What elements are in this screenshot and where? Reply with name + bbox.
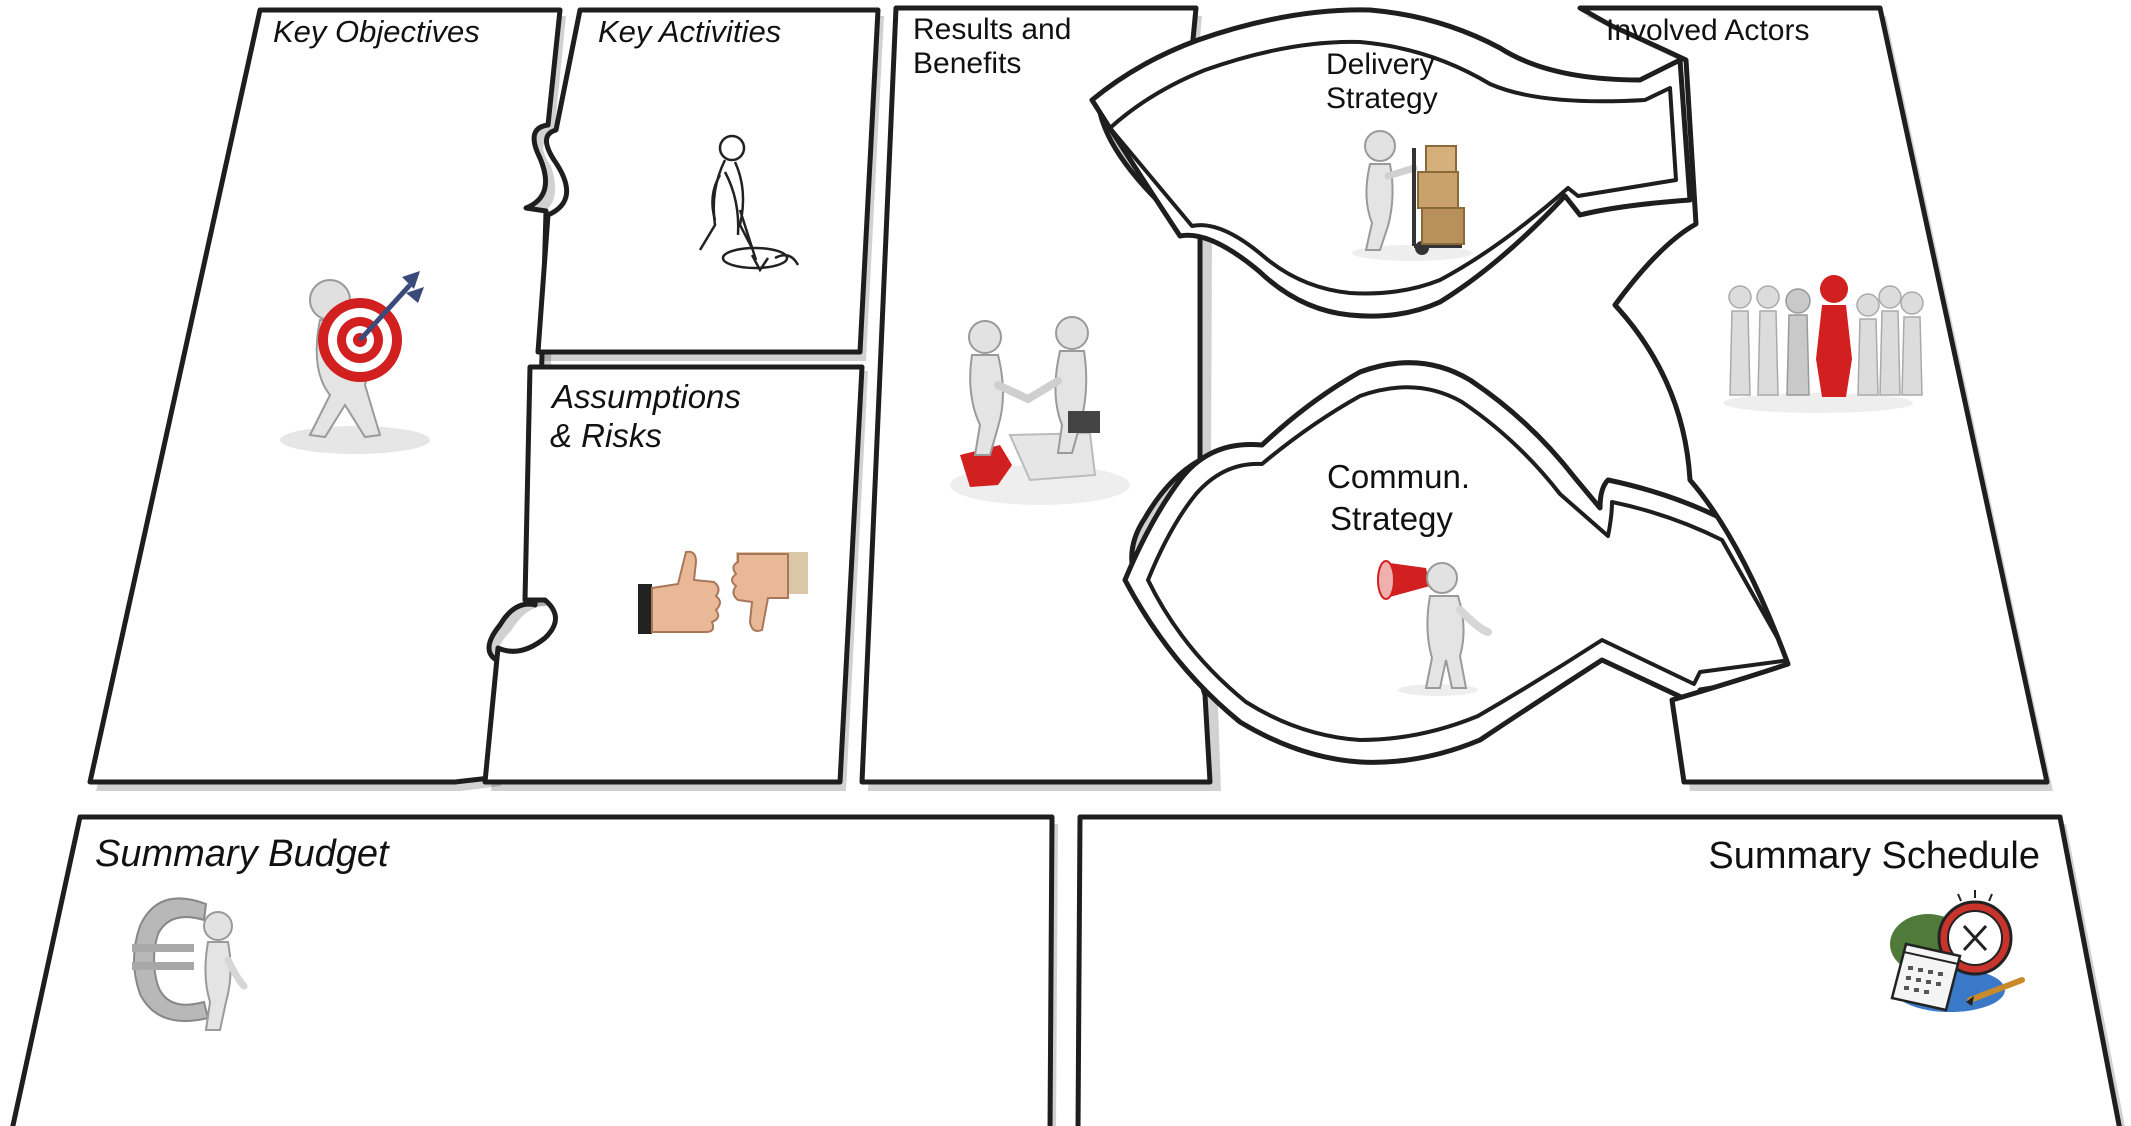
person-megaphone-icon bbox=[1377, 560, 1492, 696]
handshake-puzzle-icon bbox=[950, 316, 1130, 505]
commun-strategy-title-line2: Strategy bbox=[1330, 500, 1453, 537]
delivery-strategy-title-line2: Strategy bbox=[1326, 82, 1438, 115]
person-carrying-target-icon bbox=[280, 271, 430, 454]
group-of-people-icon bbox=[1723, 275, 1924, 413]
key-objectives-title: Key Objectives bbox=[273, 14, 480, 49]
involved-actors-title: Involved Actors bbox=[1606, 14, 1809, 47]
assumptions-risks-title-line2: & Risks bbox=[550, 417, 662, 454]
commun-strategy-title-line1: Commun. bbox=[1327, 458, 1470, 495]
summary-budget-panel: Summary Budget bbox=[10, 814, 1055, 1126]
involved-actors-panel: Involved Actors bbox=[1577, 5, 2050, 785]
commun-strategy-panel: Commun. Strategy bbox=[1122, 360, 1815, 765]
assumptions-risks-panel: Assumptions & Risks bbox=[482, 364, 865, 785]
key-activities-panel: Key Activities bbox=[535, 7, 881, 355]
delivery-strategy-panel: Delivery Strategy bbox=[1089, 7, 1693, 319]
person-euro-sign-icon bbox=[132, 897, 248, 1031]
assumptions-risks-title-line1: Assumptions bbox=[550, 378, 741, 415]
key-activities-title: Key Activities bbox=[598, 14, 781, 49]
summary-schedule-title: Summary Schedule bbox=[1708, 835, 2040, 877]
summary-schedule-panel: Summary Schedule bbox=[1075, 814, 2122, 1126]
results-benefits-title-line2: Benefits bbox=[913, 47, 1021, 80]
key-objectives-panel: Key Objectives bbox=[87, 7, 563, 785]
person-digging-icon bbox=[698, 134, 800, 273]
delivery-strategy-title-line1: Delivery bbox=[1326, 48, 1434, 81]
thumbs-up-down-icon bbox=[638, 550, 808, 634]
results-benefits-title-line1: Results and bbox=[913, 13, 1071, 46]
summary-budget-title: Summary Budget bbox=[95, 833, 390, 875]
calendar-clock-icon bbox=[1890, 890, 2025, 1012]
person-hand-truck-boxes-icon bbox=[1352, 130, 1472, 261]
